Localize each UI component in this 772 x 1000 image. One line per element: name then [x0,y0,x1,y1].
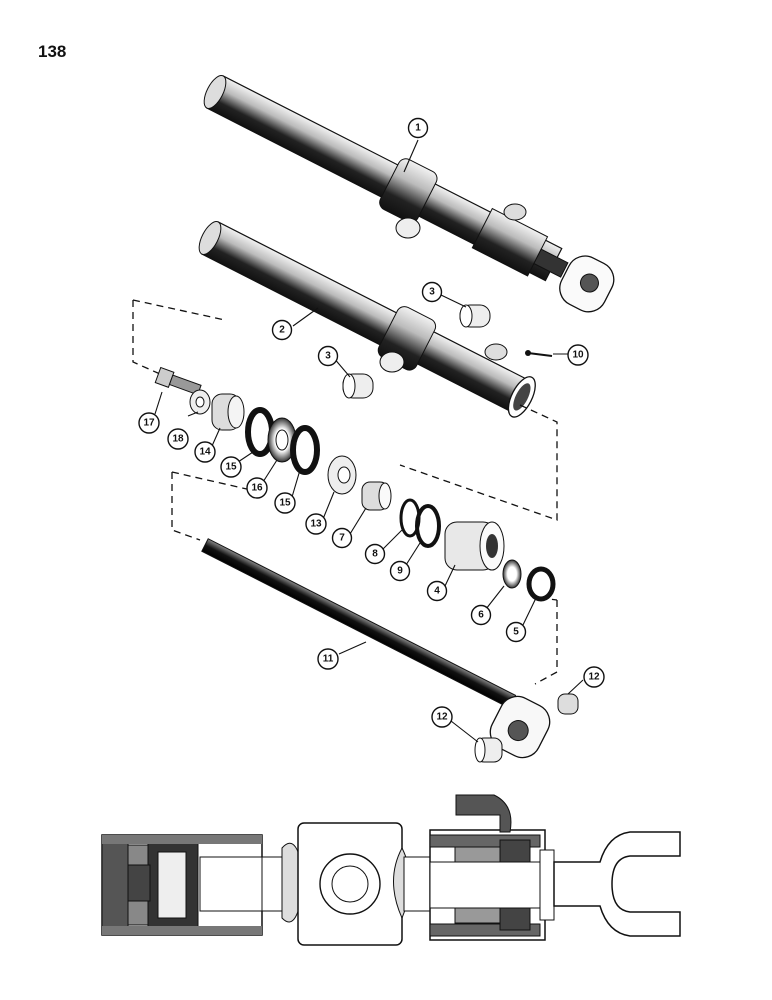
callout-10: 10 [567,344,589,366]
callout-12a-label: 12 [588,672,600,683]
bolt-part-17 [154,366,202,396]
callout-5: 5 [505,621,527,643]
page-number: 138 [38,42,67,61]
callout-11-label: 11 [323,654,334,665]
piston-part-16 [267,417,297,463]
piston-nut-part-14 [211,393,245,431]
callout-17: 17 [138,412,160,434]
piston-rod-part-11 [201,538,551,759]
backup-ring-part-9 [415,504,441,548]
cross-section-view [101,794,681,946]
callout-11: 11 [317,648,339,670]
bushing-part-7 [361,481,392,511]
cylinder-tube-part-2 [198,221,536,418]
callout-2: 2 [271,319,293,341]
pivot-end-section [261,822,431,946]
callout-16-label: 16 [251,483,263,494]
callout-2-label: 2 [279,325,285,336]
callout-1-label: 1 [415,123,421,134]
gland-end-section [429,794,555,941]
callout-18: 18 [167,428,189,450]
callout-3a-label: 3 [429,287,435,298]
callout-9-label: 9 [397,566,403,577]
bushing-part-3 [342,304,491,399]
callout-15a: 15 [220,456,242,478]
wiper-part-5 [526,566,556,602]
callout-10-label: 10 [572,350,584,361]
callout-12b-label: 12 [436,712,448,723]
callout-14-label: 14 [199,447,211,458]
rod-seal-part-6 [502,559,522,589]
callout-7-label: 7 [339,533,345,544]
rod-clevis-fork [553,831,681,937]
callout-6-label: 6 [478,610,484,621]
gland-part-4 [444,521,505,571]
callout-12a: 12 [583,666,605,688]
callout-3b: 3 [317,345,339,367]
callout-15a-label: 15 [225,462,237,473]
callout-5-label: 5 [513,627,519,638]
callout-13: 13 [305,513,327,535]
callout-12b: 12 [431,706,453,728]
callout-13-label: 13 [310,519,322,530]
callout-7: 7 [331,527,353,549]
callout-3b-label: 3 [325,351,331,362]
callout-4: 4 [426,580,448,602]
spacer-part-13 [327,455,357,495]
callout-15b: 15 [274,492,296,514]
piston-seal-part-15b [290,425,320,475]
bushing-part-12 [474,693,579,763]
callout-14: 14 [194,441,216,463]
setscrew-part-10 [525,350,553,357]
washer-part-18 [189,389,211,415]
callout-6: 6 [470,604,492,626]
callout-9: 9 [389,560,411,582]
callout-3a: 3 [421,281,443,303]
callout-8: 8 [364,543,386,565]
piston-end-section [101,834,263,936]
cylinder-assembly-part-1 [203,75,615,313]
callout-17-label: 17 [143,418,155,429]
callout-18-label: 18 [172,434,184,445]
callout-8-label: 8 [372,549,378,560]
callout-1: 1 [407,117,429,139]
callout-15b-label: 15 [279,498,291,509]
callout-16: 16 [246,477,268,499]
callout-4-label: 4 [434,586,440,597]
assembly-guide-lines [132,299,558,685]
